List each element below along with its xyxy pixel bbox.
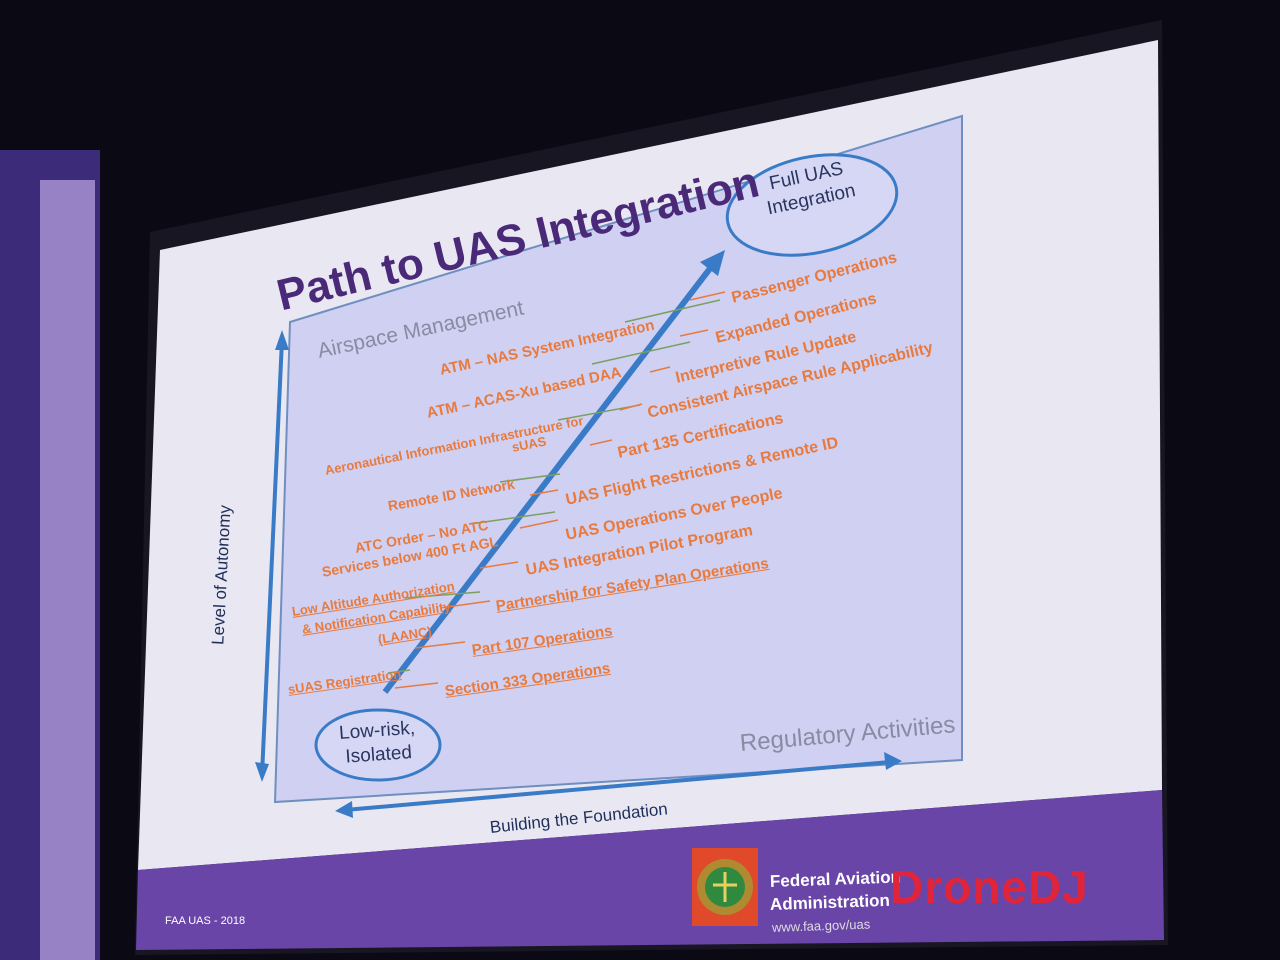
start-node-ellipse [314,708,442,782]
dronedj-watermark: DroneDJ [890,861,1089,913]
y-axis-arrow [260,339,284,776]
x-axis-arrow [344,760,891,812]
footer-event: FAA UAS - 2018 [165,915,246,927]
footer-band [136,790,1164,950]
faa-seal-logo [692,848,758,926]
start-node: Low-risk, Isolated [338,717,416,768]
end-node-ellipse [725,153,899,257]
stage-panel [40,180,95,960]
integration-path-arrow [382,260,718,694]
regulatory-connectors [394,291,726,689]
diagram-box [273,114,963,804]
footer-org-line2: Administration [769,890,891,914]
